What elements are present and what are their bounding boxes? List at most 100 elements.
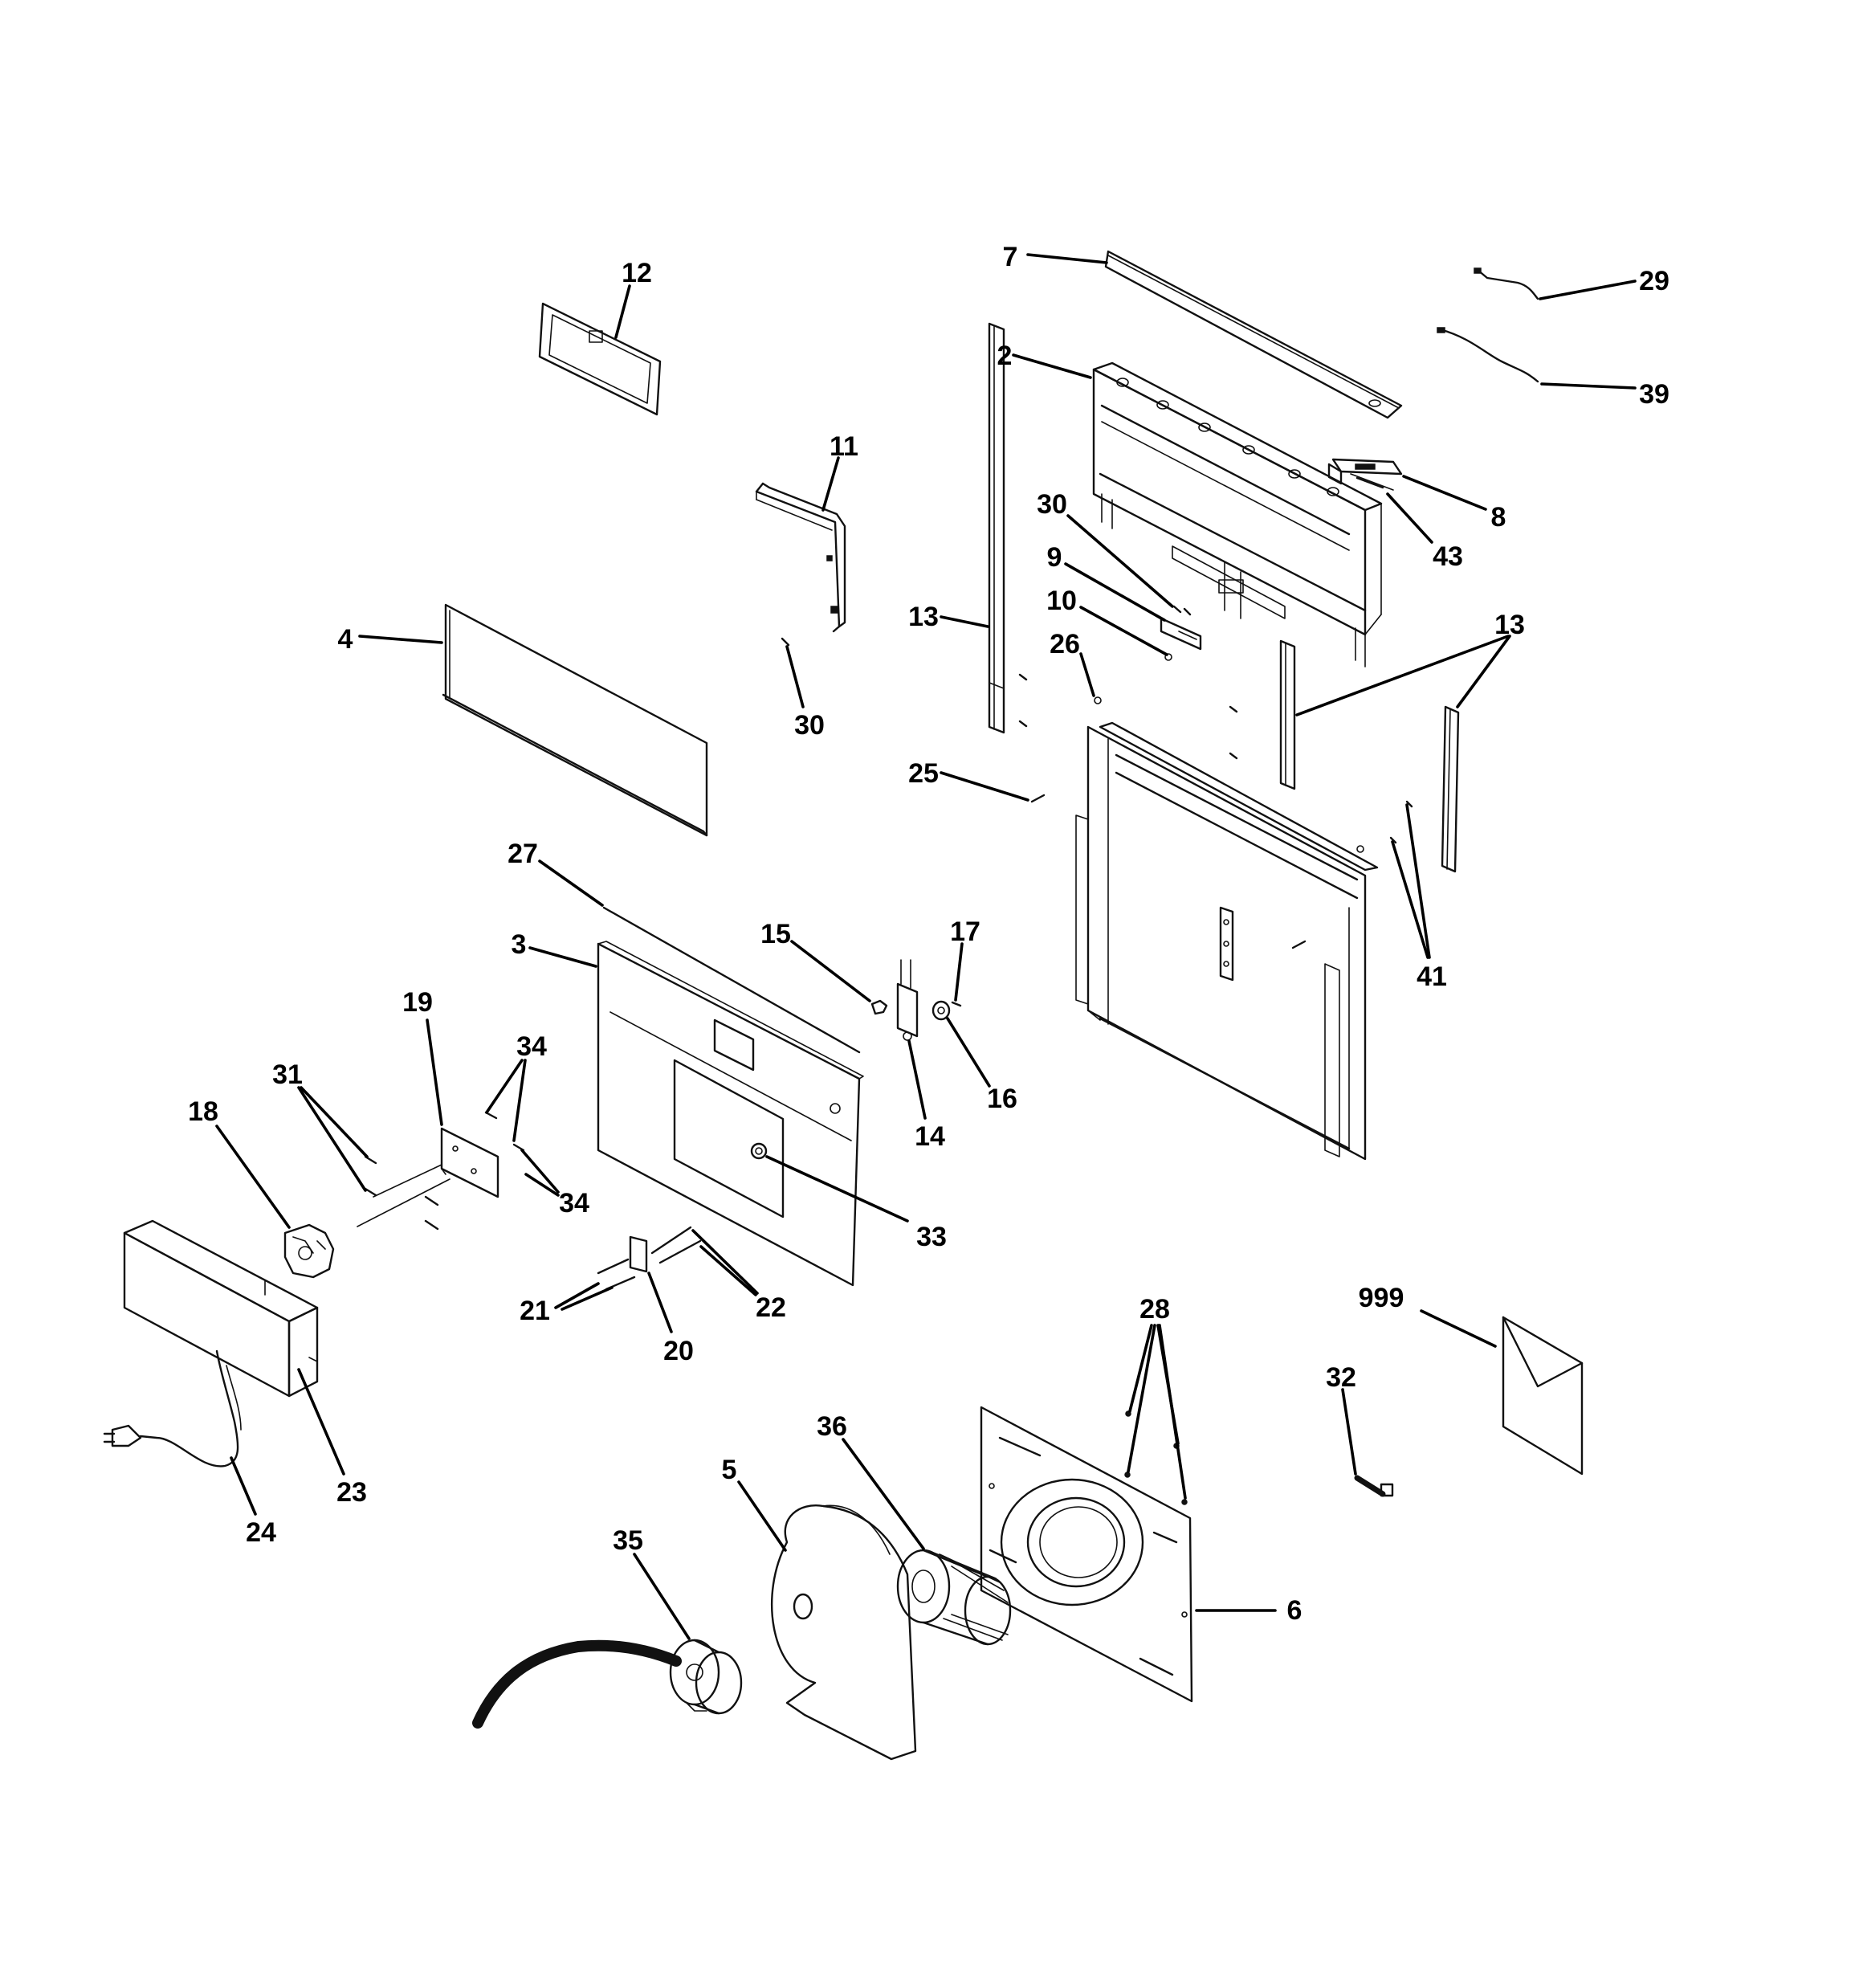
callout-number: 20 [663,1336,694,1366]
part-39-wire [1437,327,1539,383]
callout-c29: 29 [1539,266,1669,300]
callout-c25: 25 [908,758,1029,802]
part-6-blower-plate [980,1406,1193,1703]
callout-leader-line [737,1480,787,1552]
callout-leader-line [1402,475,1487,511]
callout-number: 30 [1037,489,1067,520]
callout-leader-line [1386,492,1433,544]
callout-number: 19 [402,987,433,1018]
callout-c35: 35 [613,1525,691,1640]
callout-c19: 19 [402,987,443,1126]
callout-c4: 4 [338,624,443,655]
callout-number: 21 [520,1296,550,1326]
callout-leader-line [1064,562,1166,622]
callout-number: 17 [950,916,980,947]
callout-leader-line [946,1017,991,1088]
callout-number: 9 [1047,542,1062,573]
callout-leader-line [790,940,871,1002]
callout-leader-line [691,1229,759,1295]
callout-number: 14 [915,1121,945,1152]
callout-leader-line [554,1282,600,1309]
callout-leader-line [1026,253,1108,264]
callout-leader-line [520,1149,560,1194]
callout-number: 5 [722,1455,737,1485]
part-housing-frame [1075,721,1379,1161]
callout-c18: 18 [188,1096,291,1229]
callout-leader-line [297,1086,367,1192]
part-999-literature [1502,1316,1584,1476]
callout-number: 6 [1287,1595,1302,1626]
callout-c15: 15 [760,919,871,1002]
callout-number: 13 [908,602,939,632]
callout-number: 41 [1417,961,1447,992]
callout-number: 13 [1494,610,1525,640]
callout-number: 24 [246,1517,276,1548]
callout-leader-line [1540,382,1637,390]
callout-number: 34 [516,1031,547,1062]
part-14-17-switch [870,959,962,1041]
callout-c33: 33 [765,1155,947,1252]
callout-leader-line [215,1125,291,1229]
callout-c34b: 34 [520,1149,589,1219]
callout-leader-line [907,1039,927,1120]
callout-c13a: 13 [908,602,989,632]
callout-leader-line [300,1086,369,1158]
part-26-25-fasteners [1018,673,1413,853]
callout-leader-line [561,1286,614,1311]
callout-leader-line [1295,635,1510,716]
part-30-screws [781,605,1192,647]
callout-leader-line [528,946,597,968]
callout-leader-line [230,1456,257,1516]
callout-leader-line [940,615,989,628]
part-24-power-cord [103,1349,242,1468]
part-18-19-bracket [283,1111,525,1279]
callout-leader-line [821,456,840,512]
part-32-clip [1354,1475,1394,1497]
callout-c31: 31 [272,1059,369,1192]
callout-leader-line [1066,514,1174,608]
callout-c30b: 30 [785,645,825,741]
callout-c32: 32 [1326,1362,1357,1476]
callout-leader-line [512,1059,527,1142]
callout-leader-line [765,1155,909,1223]
callout-number: 36 [817,1411,847,1442]
callout-leader-line [1158,1324,1187,1500]
callout-number: 27 [508,839,538,869]
callout-number: 8 [1491,502,1506,533]
callout-leader-line [426,1018,443,1126]
callout-leader-line [1012,353,1092,379]
part-12-filter-frame [538,302,662,416]
callout-leader-line [485,1059,524,1114]
callout-leader-line [647,1272,673,1333]
callout-number: 30 [794,710,825,741]
callout-number: 3 [512,929,527,960]
callout-number: 25 [908,758,939,789]
part-3-front-panel [597,941,864,1287]
callout-leader-line [1539,280,1637,300]
callout-number: 15 [760,919,791,949]
callout-c41: 41 [1391,803,1447,992]
callout-leader-line [524,1173,560,1197]
callout-c5: 5 [722,1455,787,1552]
callout-c14: 14 [907,1039,945,1152]
callout-number: 10 [1046,586,1077,616]
part-20-22-bracket [597,1226,702,1291]
part-7-top-strip [1104,250,1403,419]
callout-number: 26 [1050,629,1080,659]
part-2-upper-housing [1092,361,1383,667]
callout-c10: 10 [1046,586,1168,656]
callout-c43: 43 [1386,492,1463,572]
callout-leader-line [538,859,604,907]
callout-leader-line [842,1438,925,1550]
callout-number: 18 [188,1096,218,1127]
callout-c24: 24 [230,1456,276,1548]
callout-number: 23 [336,1477,367,1508]
callout-number: 29 [1639,266,1669,296]
callout-c16: 16 [946,1017,1017,1114]
callout-leader-line [358,635,443,644]
callout-c999: 999 [1359,1283,1497,1348]
callout-c34a: 34 [485,1031,547,1142]
callout-number: 43 [1433,541,1463,572]
callout-c28: 28 [1127,1294,1187,1500]
